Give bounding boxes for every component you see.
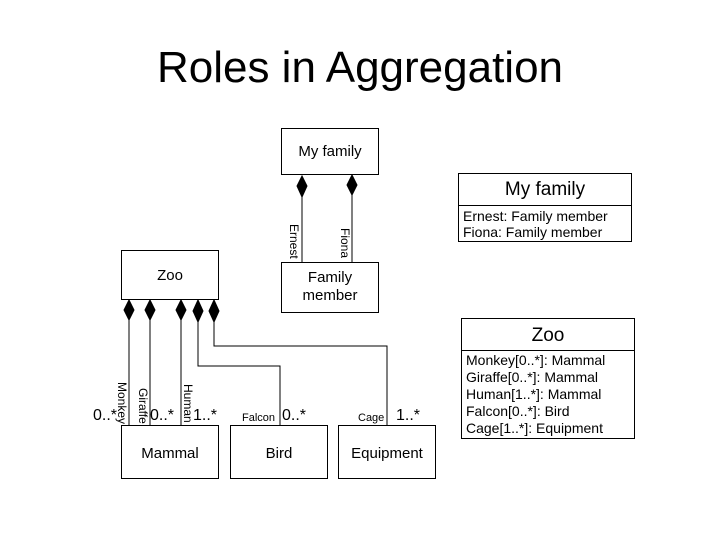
class-my-family: My family — [281, 128, 379, 175]
aggregation-diamond-giraffe — [144, 298, 156, 322]
class-bird: Bird — [230, 425, 328, 479]
note-zoo-line: Monkey[0..*]: Mammal — [466, 352, 606, 368]
role-label-giraffe: Giraffe — [136, 388, 150, 424]
multiplicity-giraffe: 0..* — [150, 407, 175, 424]
note-my-family-divider — [459, 205, 631, 206]
class-family-member: Family member — [281, 262, 379, 313]
class-bird-label: Bird — [265, 445, 293, 462]
note-zoo-line: Human[1..*]: Mammal — [466, 386, 602, 402]
note-zoo-heading: Zoo — [531, 325, 565, 346]
aggregation-diamond-monkey — [123, 298, 135, 322]
note-zoo-line: Cage[1..*]: Equipment — [466, 420, 603, 436]
role-label-cage: Cage — [358, 412, 385, 424]
multiplicity-cage: 1..* — [396, 407, 421, 424]
class-mammal-label: Mammal — [141, 445, 199, 462]
aggregation-diamond-fiona — [346, 173, 358, 197]
class-equipment: Equipment — [338, 425, 436, 479]
note-my-family-heading: My family — [504, 179, 586, 200]
multiplicity-human: 1..* — [193, 407, 218, 424]
note-zoo-line: Giraffe[0..*]: Mammal — [466, 369, 599, 385]
class-zoo-label: Zoo — [157, 267, 183, 284]
note-my-family-line: Ernest: Family member — [463, 208, 608, 224]
note-my-family-line: Fiona: Family member — [463, 224, 603, 240]
class-my-family-label: My family — [298, 143, 362, 160]
role-label-fiona: Fiona — [338, 228, 352, 259]
class-mammal: Mammal — [121, 425, 219, 479]
class-zoo: Zoo — [121, 250, 219, 300]
note-zoo-line: Falcon[0..*]: Bird — [466, 403, 570, 419]
aggregation-diamond-human — [175, 298, 187, 322]
note-my-family: My family Ernest: Family member Fiona: F… — [458, 173, 632, 242]
role-label-falcon: Falcon — [242, 412, 276, 424]
class-family-member-label: Family member — [302, 269, 358, 304]
note-zoo-divider — [462, 350, 634, 351]
multiplicity-falcon: 0..* — [282, 407, 307, 424]
aggregation-diamond-cage — [208, 298, 220, 324]
multiplicity-monkey: 0..* — [93, 407, 118, 424]
class-equipment-label: Equipment — [351, 445, 423, 462]
role-label-monkey: Monkey — [115, 382, 129, 425]
page-title: Roles in Aggregation — [156, 43, 564, 92]
aggregation-diamond-ernest — [296, 174, 308, 199]
role-label-ernest: Ernest — [287, 224, 301, 259]
note-zoo: Zoo Monkey[0..*]: Mammal Giraffe[0..*]: … — [461, 318, 635, 439]
aggregation-diamond-falcon — [192, 298, 204, 324]
